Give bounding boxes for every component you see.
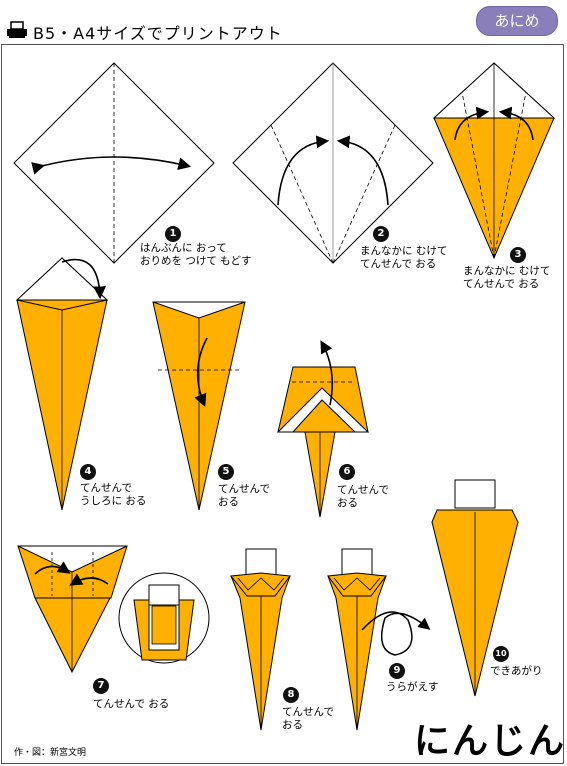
step-1-caption: はんぶんに おっておりめを つけて もどす — [140, 242, 252, 267]
step-4-diagram — [15, 257, 109, 511]
step-number: 4 — [80, 464, 96, 480]
result-title: にんじん — [414, 721, 567, 762]
step-9-caption: うらがえす — [386, 681, 439, 693]
printer-icon[interactable] — [6, 21, 28, 39]
step-number: 8 — [283, 687, 299, 703]
step-8-caption: てんせんでおる — [282, 706, 334, 731]
step-6-caption: てんせんでおる — [337, 484, 389, 509]
anime-button[interactable]: あにめ — [476, 6, 558, 36]
step-6-diagram — [276, 340, 370, 518]
step-5-diagram — [152, 301, 246, 511]
step-10-caption: できあがり — [490, 665, 543, 677]
step-1-diagram — [13, 62, 215, 264]
step-7-caption: てんせんで おる — [93, 698, 170, 710]
step-3-caption: まんなかに むけててんせんで おる — [463, 265, 551, 290]
step-4-caption: てんせんでうしろに おる — [80, 482, 147, 507]
step-number: 5 — [218, 464, 234, 480]
author-credit: 作・図：新宮文明 — [14, 748, 87, 758]
page-title: B5・A4サイズでプリントアウト — [33, 24, 283, 43]
step-5-caption: てんせんでおる — [218, 483, 270, 508]
step-8-diagram — [230, 548, 291, 731]
step-10-diagram — [431, 479, 519, 697]
step-number: 3 — [510, 247, 526, 263]
step-2-caption: まんなかに むけててんせんで おる — [360, 245, 448, 270]
step-3-diagram — [432, 62, 556, 260]
step-number: 9 — [389, 663, 405, 679]
step-number: 1 — [165, 226, 181, 242]
step-number: 10 — [493, 646, 509, 662]
step-9-diagram — [327, 548, 431, 731]
step-number: 7 — [93, 678, 109, 694]
step-number: 6 — [339, 464, 355, 480]
step-2-diagram — [232, 62, 434, 264]
instruction-frame — [1, 44, 564, 764]
step-7-diagram — [17, 545, 210, 674]
step-number: 2 — [373, 226, 389, 242]
